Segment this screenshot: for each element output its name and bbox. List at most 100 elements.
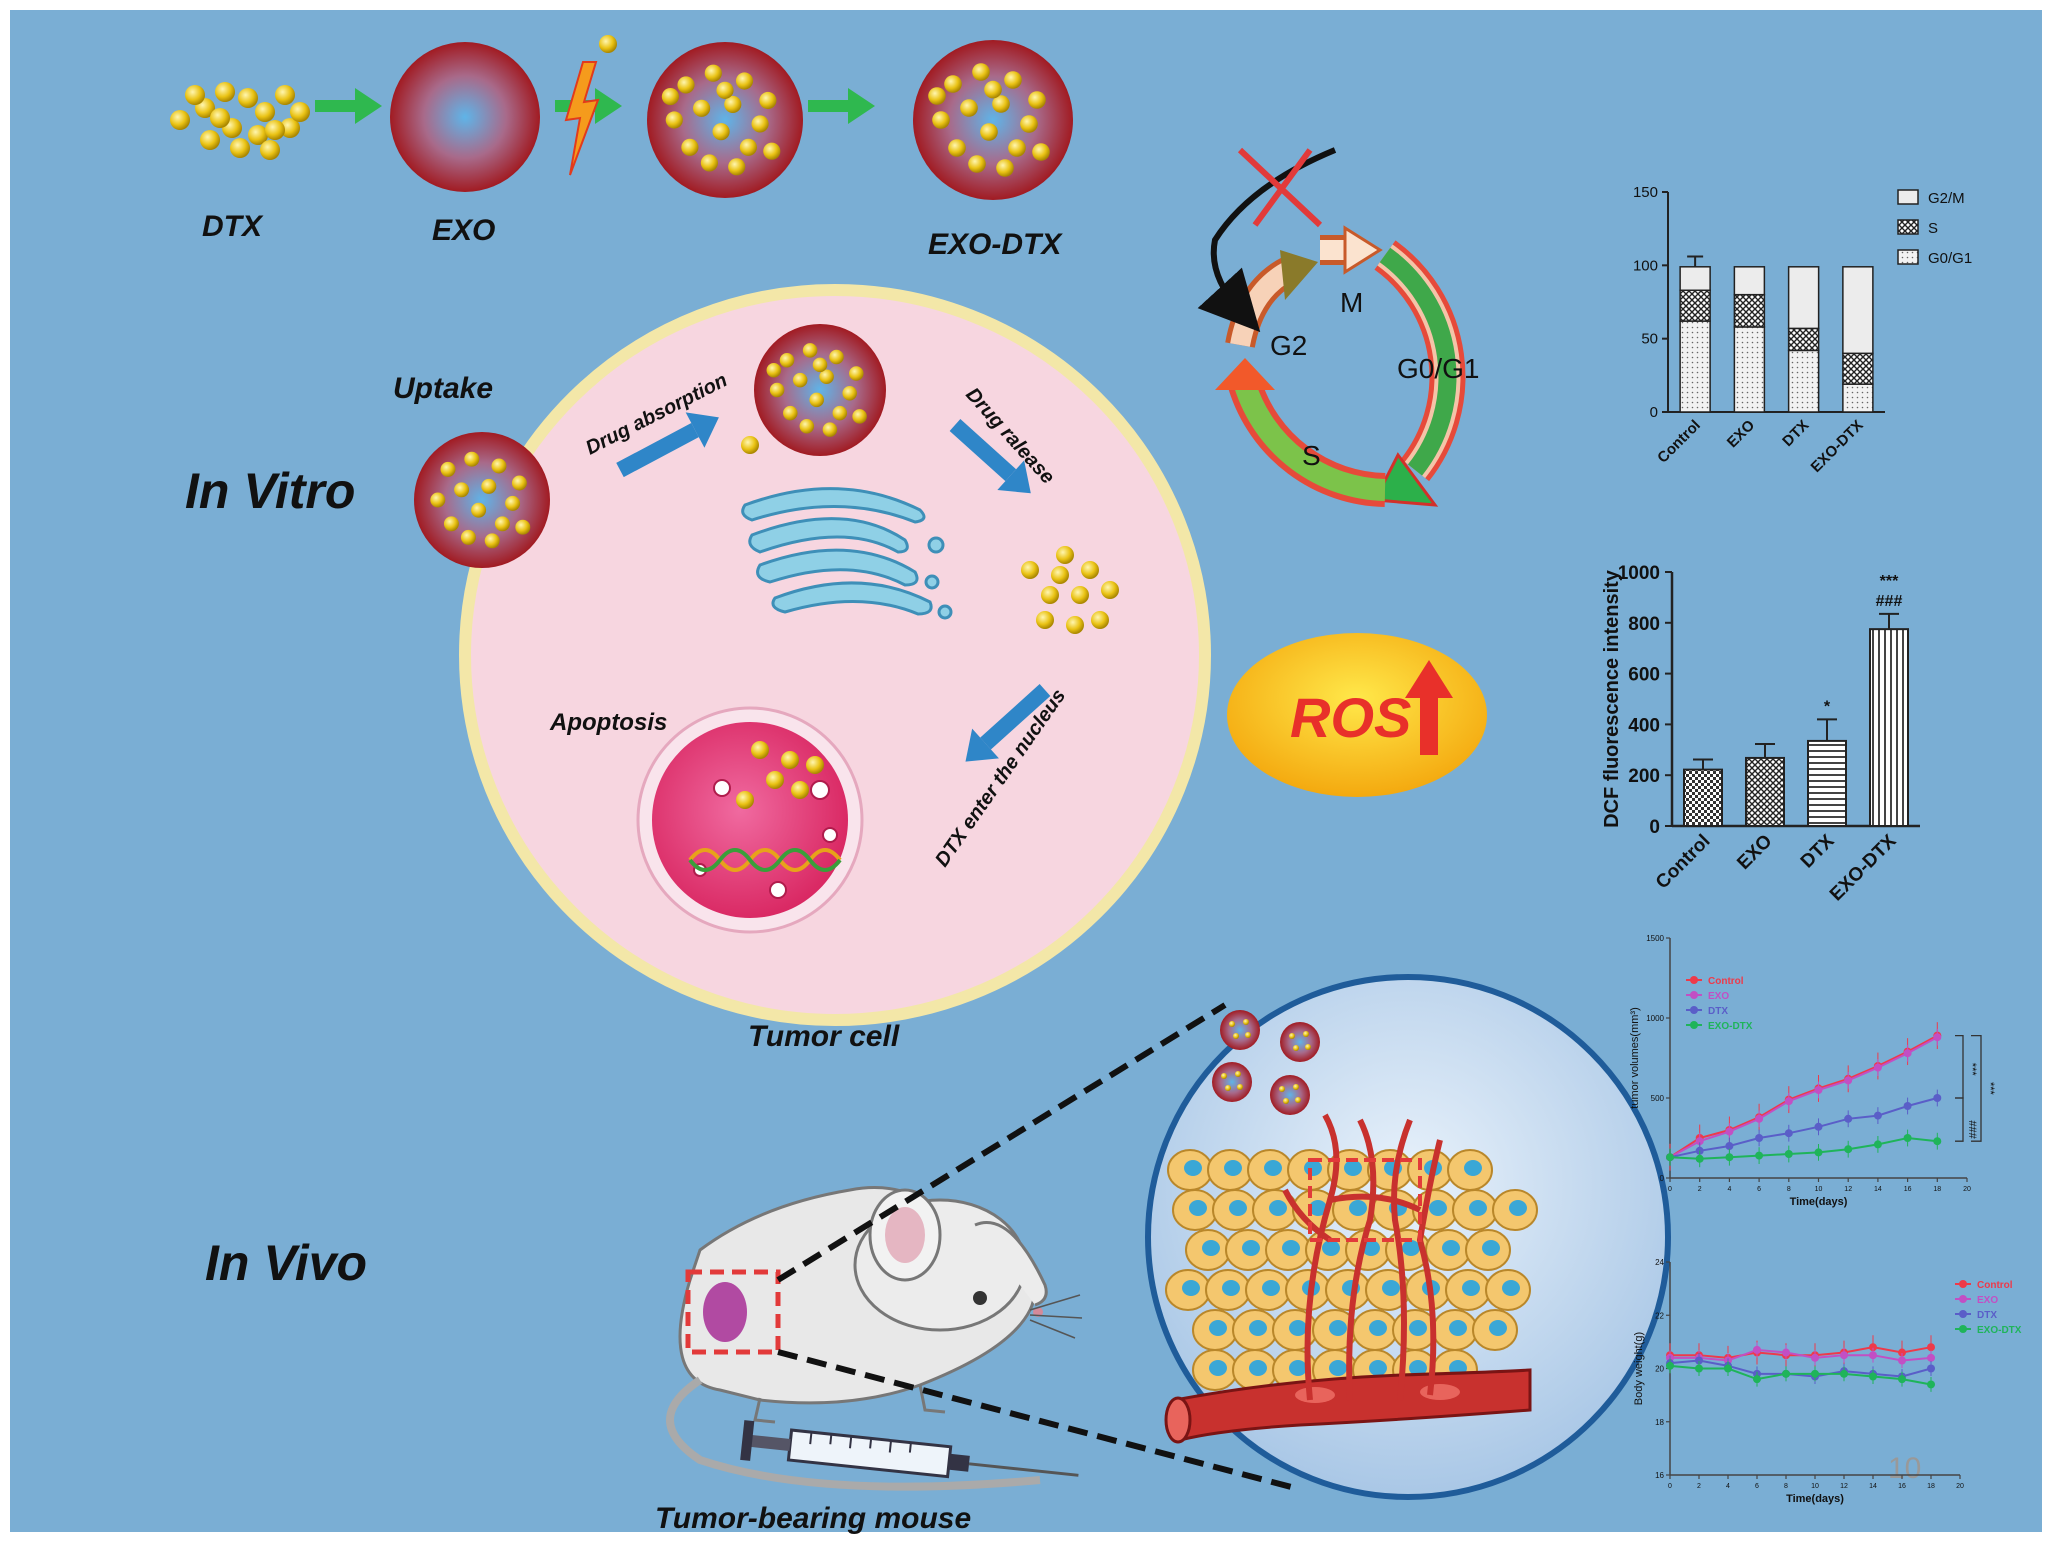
x-tick-label: 12: [1844, 1186, 1852, 1193]
nucleus: [636, 706, 864, 934]
series-line: [1669, 1036, 1938, 1159]
x-axis-label: Time(days): [1790, 1196, 1848, 1208]
significance-label: ###: [1876, 593, 1903, 610]
drug-particle: [481, 478, 497, 494]
bar-segment: [1679, 266, 1711, 292]
tumor-cell-nucleus: [1209, 1320, 1227, 1336]
tumor-cell-nucleus: [1462, 1280, 1480, 1296]
drug-particle: [849, 366, 864, 381]
x-tick-label: 20: [1956, 1483, 1964, 1490]
tumor-cell-nucleus: [1362, 1240, 1380, 1256]
cell-cycle-g0g1: G0/G1: [1397, 353, 1479, 384]
legend-marker: [1690, 1021, 1698, 1029]
drug-particle: [443, 516, 459, 532]
data-point: [1898, 1375, 1906, 1384]
data-point: [1695, 1364, 1703, 1373]
syringe: [740, 1420, 1079, 1479]
bar-segment: [1733, 293, 1766, 328]
drug-particle: [739, 138, 757, 156]
golgi-apparatus: [741, 487, 953, 620]
legend-swatch: [1897, 249, 1919, 265]
drug-particle: [1293, 1084, 1299, 1090]
x-tick-label: 18: [1927, 1483, 1935, 1490]
data-point: [1903, 1134, 1912, 1142]
tumor-cell-nucleus: [1409, 1320, 1427, 1336]
legend-marker: [1690, 1006, 1698, 1014]
drug-particle: [661, 88, 679, 106]
drug-particle: [464, 451, 480, 467]
drug-particle: [484, 533, 500, 549]
circulating-exo-dtx: [1212, 1010, 1320, 1115]
exo-dtx-small: [1220, 1010, 1260, 1050]
y-tick-label: 0: [1660, 1174, 1665, 1183]
tumor-cell-nucleus: [1329, 1360, 1347, 1376]
tumor-cell-nucleus: [1402, 1240, 1420, 1256]
tumor-cell-nucleus: [1482, 1240, 1500, 1256]
tumor-cell-nucleus: [1282, 1240, 1300, 1256]
legend-label: EXO-DTX: [1977, 1325, 2022, 1336]
label-exo: EXO: [432, 214, 495, 247]
tumor-cell-nucleus: [1349, 1200, 1367, 1216]
drug-particle: [1229, 1021, 1235, 1027]
drug-particle: [1245, 1032, 1251, 1038]
label-tumor-cell: Tumor cell: [748, 1020, 900, 1053]
series-line: [1670, 1348, 1932, 1362]
significance-bracket: [1955, 1097, 1964, 1142]
label-dtx: DTX: [202, 210, 264, 243]
drug-particle: [505, 495, 521, 511]
x-tick-label: 0: [1668, 1186, 1672, 1193]
significance-bracket: [1971, 1034, 1982, 1142]
y-tick-label: 600: [1628, 665, 1660, 686]
legend-label: Control: [1708, 976, 1744, 987]
series-line: [1669, 1364, 1932, 1386]
data-point: [1784, 1097, 1793, 1106]
drug-particle: [819, 369, 834, 385]
bar-segment: [1733, 266, 1766, 296]
data-point: [1755, 1134, 1764, 1142]
drug-particle: [791, 781, 809, 799]
tumor-zoom-box: [1308, 1158, 1422, 1242]
drug-particle: [1008, 139, 1026, 157]
dtx-drug-cluster: [170, 82, 310, 160]
drug-particle: [960, 99, 978, 117]
green-arrow-2: [808, 88, 875, 124]
bar: [1807, 739, 1847, 827]
drug-particle: [515, 519, 531, 535]
y-axis-label: tumor volumes(mm³): [1629, 1007, 1641, 1108]
data-point: [1873, 1063, 1882, 1072]
drug-particle: [1279, 1086, 1285, 1092]
data-point: [1784, 1129, 1793, 1138]
drug-particle: [460, 529, 476, 545]
bar-segment: [1787, 266, 1820, 330]
drug-particle: [759, 91, 777, 110]
drug-particle: [1101, 581, 1119, 599]
series-line: [1669, 1136, 1938, 1160]
uptake-exosome: [414, 432, 550, 568]
x-tick-label: 4: [1727, 1186, 1731, 1193]
tumor-cell-nucleus: [1229, 1200, 1247, 1216]
free-drug-single: [741, 436, 759, 454]
data-point: [1784, 1150, 1793, 1158]
data-point: [1724, 1364, 1732, 1373]
y-tick-label: 16: [1655, 1471, 1664, 1480]
y-tick-label: 1000: [1618, 563, 1660, 584]
drug-particle: [809, 392, 824, 408]
drug-particle: [812, 357, 828, 373]
drug-particle: [996, 159, 1014, 177]
legend-label: EXO-DTX: [1708, 1021, 1753, 1032]
significance-label: ***: [1880, 573, 1899, 590]
tumor-cell-nucleus: [1502, 1280, 1520, 1296]
y-tick-label: 150: [1633, 184, 1658, 201]
legend-label: Control: [1977, 1280, 2013, 1291]
data-point: [1844, 1145, 1853, 1154]
exo-dtx-small: [1270, 1075, 1310, 1115]
drug-particle: [1020, 115, 1038, 133]
nucleus-drugs: [736, 741, 824, 809]
tumor-cell-nucleus: [1464, 1160, 1482, 1176]
drug-particle: [430, 492, 446, 508]
drug-particle: [736, 791, 754, 809]
drug-particle: [842, 386, 857, 401]
y-tick-label: 400: [1628, 715, 1660, 736]
tumor-cell-nucleus: [1429, 1200, 1447, 1216]
